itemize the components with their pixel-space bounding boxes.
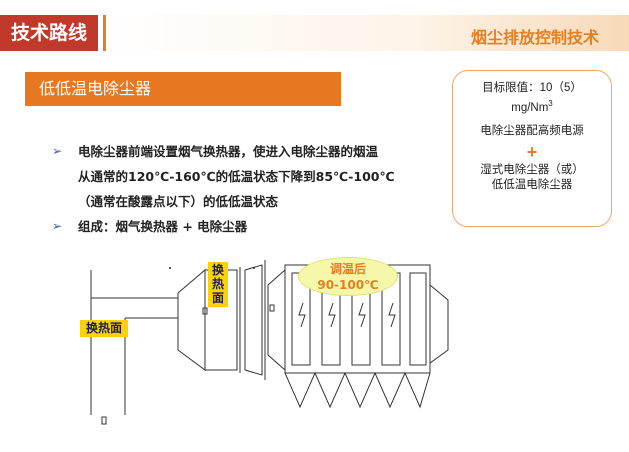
option-wet-esp: 湿式电除尘器（或）	[480, 163, 584, 176]
header-band	[103, 15, 629, 51]
option-low-low-temp: 低低温电除尘器	[491, 178, 573, 191]
flange-right	[244, 264, 263, 376]
heat-exchange-surface-tag-left: 换热面	[80, 320, 128, 337]
hx-front-cone	[177, 268, 206, 371]
esp-hoppers	[284, 371, 431, 409]
target-unit-sup: 3	[548, 99, 553, 108]
esp-inlet-cone	[267, 268, 286, 372]
section-heading: 低低温电除尘器	[25, 72, 341, 106]
tag-char-2: 热	[211, 277, 224, 291]
esp-outlet-cone	[429, 283, 449, 364]
electrode-icon	[298, 302, 306, 328]
small-markers	[101, 267, 275, 425]
electrode-icon	[388, 302, 396, 328]
process-diagram	[90, 260, 449, 425]
damper-icon	[269, 304, 275, 312]
page-title: 技术路线	[0, 15, 98, 51]
header-divider	[103, 15, 106, 51]
plus-icon: +	[526, 141, 538, 162]
target-unit: mg/Nm3	[453, 96, 611, 116]
bullet-1-line-3: （通常在酸露点以下）的低低温状态	[78, 194, 279, 209]
page-subtitle: 烟尘排放控制技术	[470, 28, 599, 47]
tag-char-1: 换	[211, 263, 224, 277]
bullet-list: ➢ 电除尘器前端设置烟气换热器，使进入电除尘器的烟温 从通常的120℃-160℃…	[52, 139, 432, 239]
bullet-arrow-icon: ➢	[52, 219, 63, 233]
marker-dot	[169, 267, 171, 269]
callout-value: 90-100℃	[317, 278, 379, 292]
bullet-arrow-icon: ➢	[52, 144, 63, 158]
bullet-1-line-2: 从通常的120℃-160℃的低温状态下降到85℃-100℃	[78, 169, 395, 184]
target-limit: 目标限值：10（5）	[482, 82, 582, 94]
callout-label: 调温后	[329, 262, 366, 276]
target-unit-base: mg/Nm	[511, 101, 549, 114]
temperature-callout: 调温后 90-100℃	[298, 257, 398, 296]
marker-dot	[253, 267, 255, 269]
bullet-1-line-1: 电除尘器前端设置烟气换热器，使进入电除尘器的烟温	[78, 144, 379, 159]
bullet-item-2: ➢ 组成：烟气换热器 + 电除尘器	[52, 214, 432, 239]
esp-outlet-chamber	[409, 272, 427, 366]
electrode-icon	[328, 302, 336, 328]
damper-icon	[101, 416, 107, 425]
option-high-freq: 电除尘器配高频电源	[480, 124, 584, 137]
tag-char-3: 面	[211, 291, 224, 305]
target-info-box: 目标限值：10（5） mg/Nm3 电除尘器配高频电源 + 湿式电除尘器（或） …	[452, 70, 612, 227]
bullet-2-line-1: 组成：烟气换热器 + 电除尘器	[78, 219, 248, 234]
electrode-icon	[358, 302, 366, 328]
heat-exchange-surface-tag-mid: 换 热 面	[208, 262, 228, 307]
damper-icon	[202, 307, 208, 315]
bullet-item-1: ➢ 电除尘器前端设置烟气换热器，使进入电除尘器的烟温 从通常的120℃-160℃…	[52, 139, 432, 214]
